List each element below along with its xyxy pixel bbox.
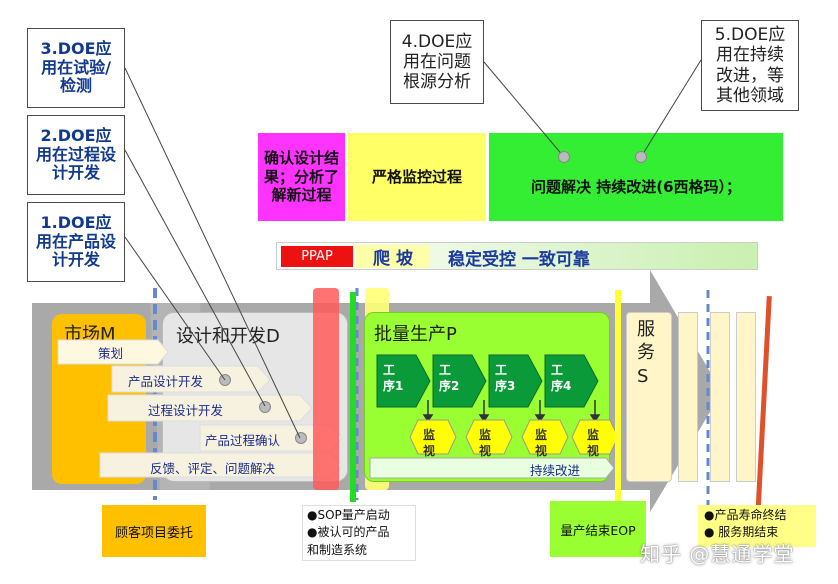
service-stripe: [710, 312, 730, 482]
process-step-4: 工序4: [551, 363, 572, 394]
connector-dot: [558, 151, 570, 163]
service-stripe: [678, 312, 698, 482]
phase-problem-solving: 问题解决 持续改进(6西格玛）；: [489, 133, 783, 221]
continuous-improvement-label: 持续改进: [530, 463, 581, 478]
process-step-3: 工序3: [495, 363, 516, 394]
customer-project-box: 顾客项目委托: [102, 505, 206, 557]
sop-note: ●SOP量产启动 ●被认可的产品 和制造系统: [302, 505, 416, 561]
eol-line: ●产品寿命终结: [704, 508, 787, 522]
inspection-3: 监视: [534, 428, 547, 459]
watermark: 知乎 @慧通学堂: [640, 542, 795, 566]
climb-label: 爬 坡: [356, 245, 430, 269]
sop-line: ●被认可的产品: [307, 525, 390, 540]
callout-doe-root-cause: 4.DOE应用在问题根源分析: [390, 20, 484, 104]
phase-strict-monitor: 严格监控过程: [348, 133, 486, 221]
design-step-feedback: 反馈、评定、问题解决: [150, 461, 276, 476]
sop-line: 和制造系统: [307, 542, 368, 557]
process-step-1: 工序1: [383, 363, 404, 394]
ppap-label: PPAP: [281, 246, 353, 267]
ppap-red-bar: [313, 288, 339, 490]
design-step-product: 产品设计开发: [128, 374, 204, 389]
design-title: 设计和开发D: [176, 326, 280, 347]
connector-dot: [259, 401, 271, 413]
service-title: 服务S: [637, 319, 655, 387]
callout-doe-product-design: 1.DOE应用在产品设计开发: [27, 202, 125, 282]
eop-box: 量产结束EOP: [550, 501, 646, 557]
inspection-1: 监视: [422, 428, 435, 459]
connector-dot: [295, 432, 307, 444]
callout-doe-continuous: 5.DOE应用在持续改进，等其他领域: [701, 20, 799, 111]
eol-line: ● 服务期结束: [704, 525, 779, 540]
service-stripe: [736, 312, 756, 482]
design-step-plan: 策划: [98, 346, 124, 361]
design-step-validation: 产品过程确认: [205, 433, 281, 448]
sop-line: ●SOP量产启动: [307, 508, 390, 522]
callout-doe-process-design: 2.DOE应用在过程设计开发: [27, 115, 125, 195]
sop-green-line: [350, 292, 356, 502]
eop-yellow-line: [615, 290, 621, 505]
inspection-2: 监视: [478, 428, 491, 459]
production-title: 批量生产P: [374, 324, 457, 345]
process-step-2: 工序2: [439, 363, 460, 394]
inspection-4: 监视: [586, 428, 599, 459]
stable-label: 稳定受控 一致可靠: [448, 250, 590, 270]
eol-note: ●产品寿命终结 ● 服务期结束: [698, 505, 816, 547]
phase-confirm-design: 确认设计结果；分析了解新过程: [258, 133, 345, 221]
design-step-process: 过程设计开发: [148, 403, 224, 418]
connector-dot: [219, 374, 231, 386]
connector-dot: [635, 151, 647, 163]
callout-doe-testing: 3.DOE应用在试验/检测: [27, 28, 125, 108]
service-box: [626, 312, 672, 482]
